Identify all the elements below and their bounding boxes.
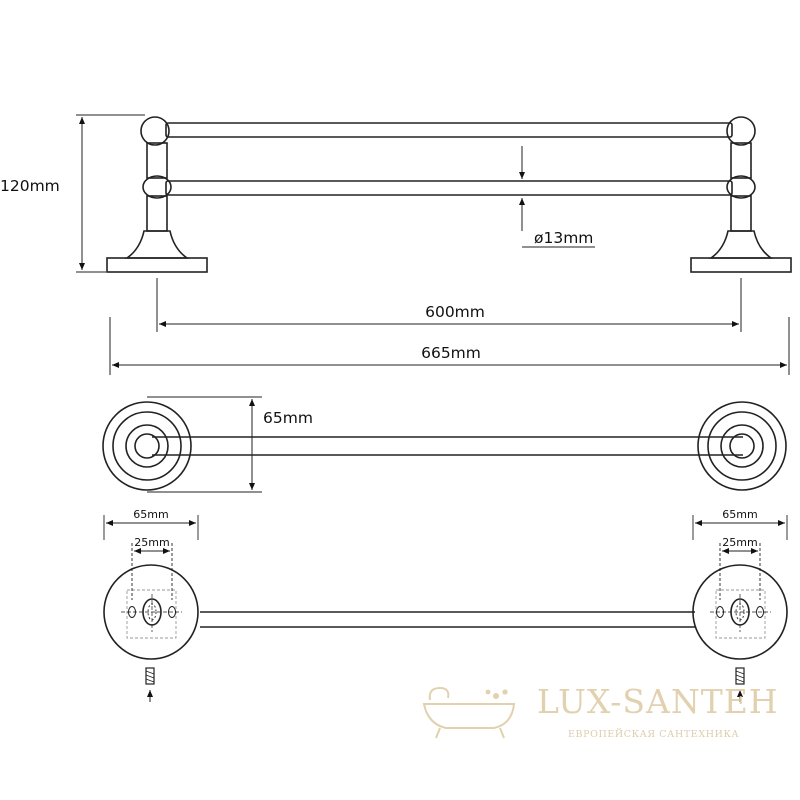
watermark: LUX-SANTEH ЕВРОПЕЙСКАЯ САНТЕХНИКА xyxy=(422,682,779,740)
left-hole-spacing-label: 25mm xyxy=(134,536,169,549)
lower-tube xyxy=(165,180,733,196)
wall-view xyxy=(103,564,788,660)
upper-tube xyxy=(165,122,733,138)
tube-diameter-label: ø13mm xyxy=(534,229,593,247)
left-mounting-plate xyxy=(103,564,199,660)
right-hole-spacing-label: 25mm xyxy=(722,536,757,549)
watermark-tagline: ЕВРОПЕЙСКАЯ САНТЕХНИКА xyxy=(568,728,739,740)
right-set-screw-icon xyxy=(735,667,745,702)
top-view xyxy=(102,401,787,491)
inner-width-label: 600mm xyxy=(425,303,485,321)
right-mounting-plate xyxy=(692,564,788,660)
overall-width-label: 665mm xyxy=(421,344,481,362)
left-set-screw-icon xyxy=(145,667,155,702)
right-base-width-label: 65mm xyxy=(722,508,757,521)
left-rosette xyxy=(102,401,192,491)
top-view-dimensions xyxy=(147,396,262,493)
side-view xyxy=(106,116,792,273)
height-dimension-label: 120mm xyxy=(0,177,60,195)
side-view-dimensions xyxy=(76,114,790,375)
left-base-width-label: 65mm xyxy=(133,508,168,521)
watermark-brand: LUX-SANTEH xyxy=(537,682,779,721)
left-bracket xyxy=(106,116,208,273)
bathtub-logo-icon xyxy=(422,686,516,739)
right-rosette xyxy=(697,401,787,491)
wall-view-dimensions xyxy=(103,515,788,600)
depth-dimension-label: 65mm xyxy=(263,409,313,427)
right-bracket xyxy=(690,116,792,273)
